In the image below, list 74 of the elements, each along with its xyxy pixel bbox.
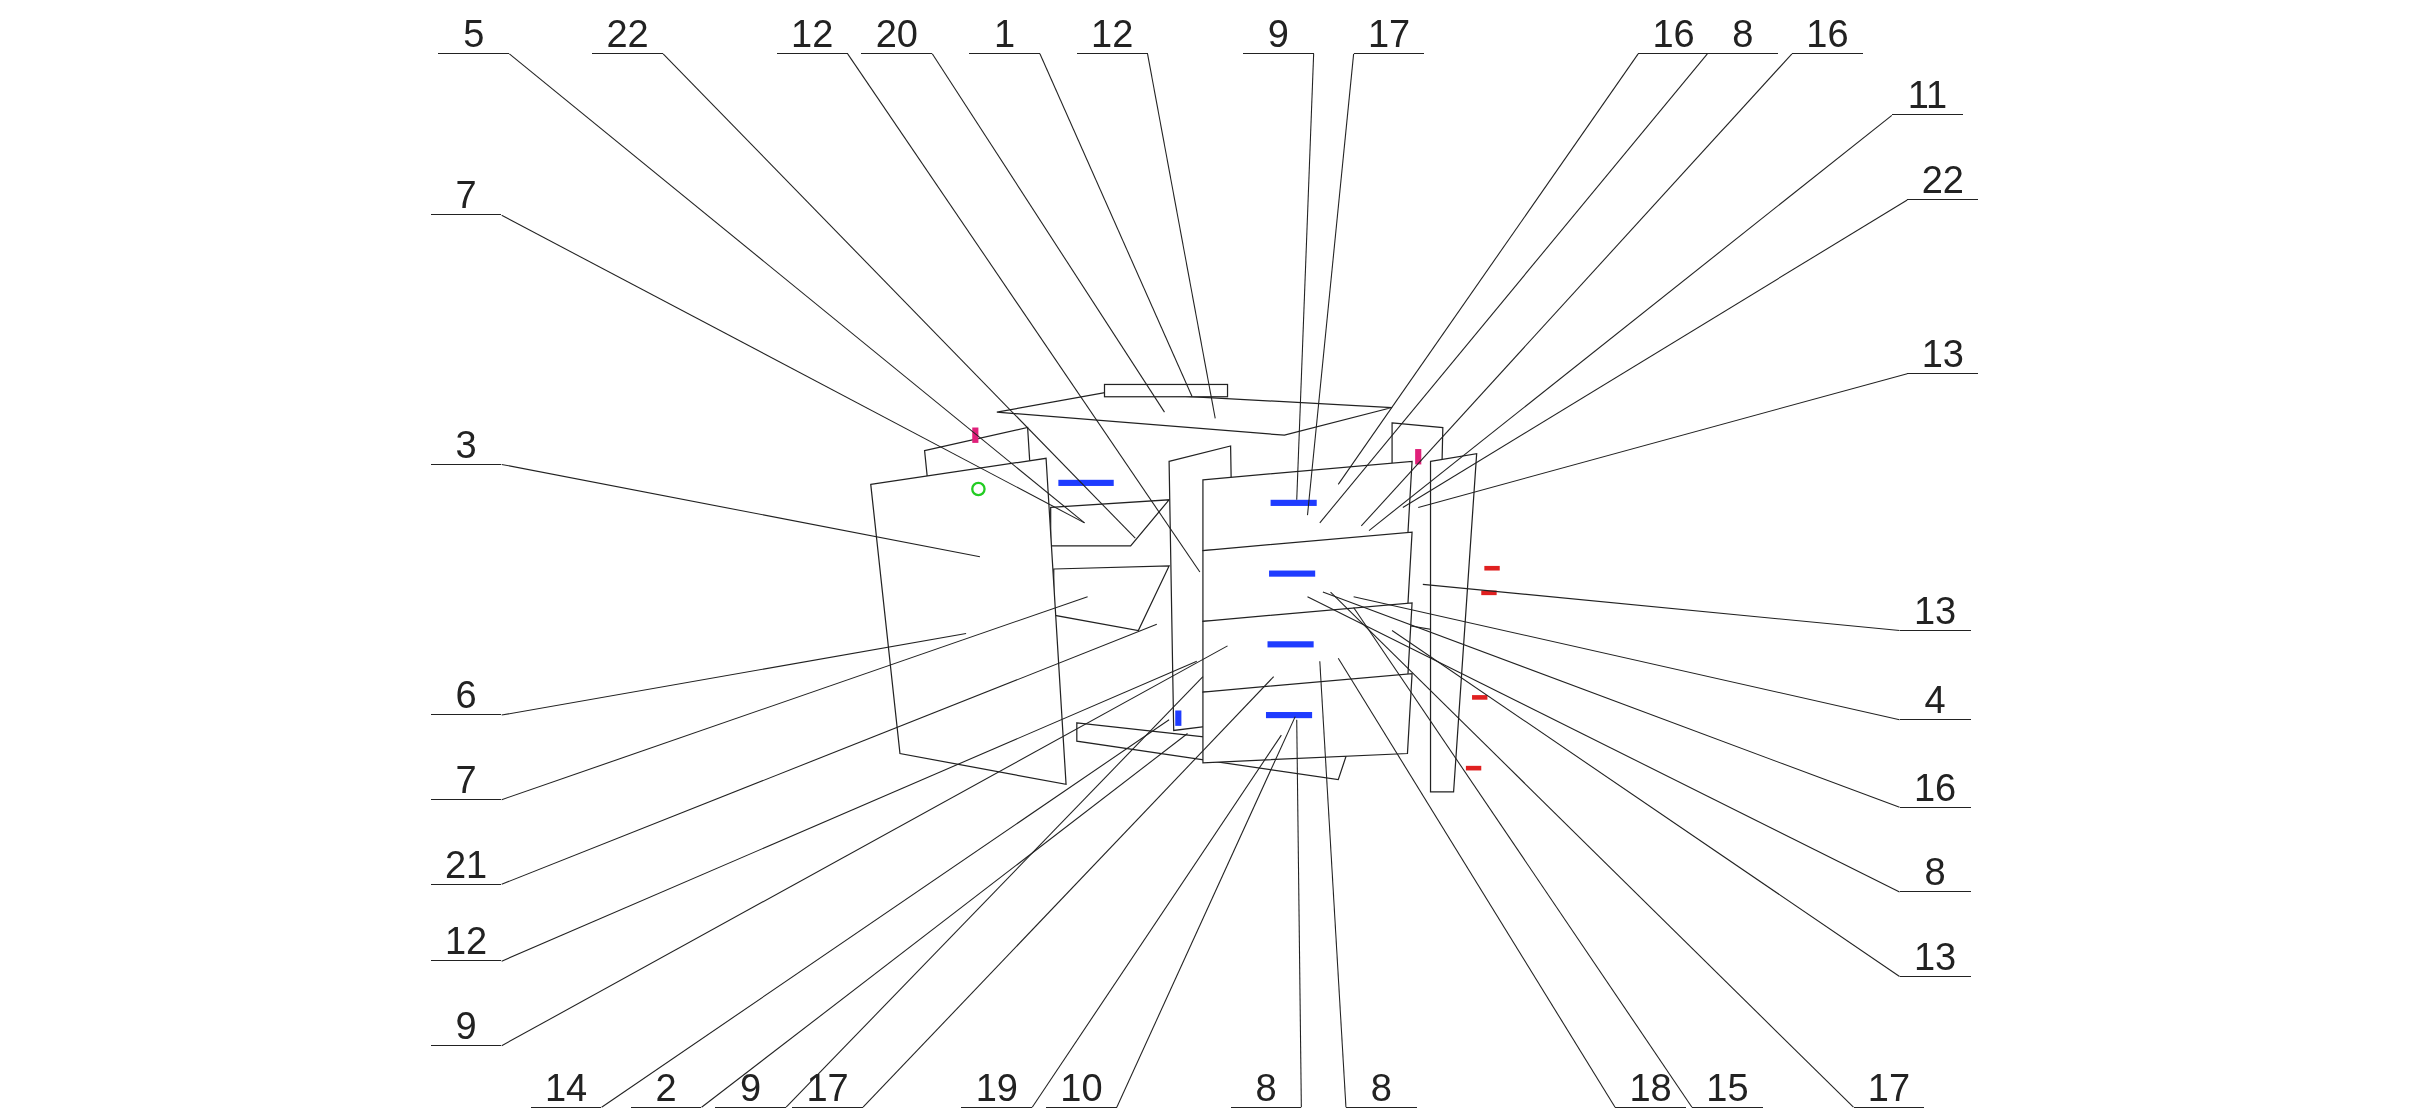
leader-line (1322, 591, 1901, 808)
callout-number: 9 (430, 1004, 502, 1046)
leader-line (1353, 596, 1901, 721)
callout-number: 22 (592, 12, 663, 54)
leader-line (1319, 660, 1347, 1108)
callout-number: 11 (1892, 73, 1963, 116)
callout-number: 8 (1707, 12, 1779, 54)
leader-line (501, 623, 1158, 885)
leader-line (501, 214, 1086, 524)
callout-number: 3 (430, 423, 502, 465)
leader-line (1402, 199, 1908, 509)
leader-line (1360, 53, 1793, 527)
leader-line (1337, 53, 1639, 485)
callout-number: 5 (438, 12, 510, 54)
callout-number: 17 (1353, 12, 1425, 54)
leader-line (1116, 716, 1296, 1108)
callout-number: 16 (1899, 766, 1971, 808)
leader-line (1368, 114, 1893, 532)
leader-line (701, 733, 1189, 1108)
callout-number: 16 (1792, 12, 1863, 54)
callout-number: 8 (1345, 1066, 1417, 1108)
callout-number: 16 (1638, 12, 1709, 54)
leader-line (1417, 373, 1908, 509)
leader-line (847, 53, 1201, 573)
leader-line (1306, 596, 1901, 893)
leader-line (1319, 53, 1708, 524)
leader-line (662, 53, 1136, 539)
callout-number: 9 (1242, 12, 1314, 54)
callout-number: 21 (430, 842, 502, 885)
leader-line (1039, 53, 1193, 398)
callout-number: 12 (776, 12, 848, 54)
leader-line (1296, 53, 1315, 501)
callout-number: 13 (1907, 332, 1979, 374)
callout-number: 13 (1899, 589, 1971, 631)
leader-line (1337, 657, 1616, 1108)
leader-line (501, 596, 1089, 801)
leader-line (1353, 606, 1693, 1108)
leader-line (931, 53, 1165, 413)
callout-number: 15 (1692, 1066, 1763, 1108)
callout-number: 18 (1615, 1066, 1686, 1108)
leader-line (501, 660, 1198, 962)
callout-number: 7 (430, 173, 502, 216)
leader-line (785, 676, 1204, 1108)
callout-number: 10 (1046, 1066, 1117, 1108)
leader-line (1422, 583, 1901, 632)
callout-number: 8 (1899, 850, 1971, 893)
leader-line (501, 633, 967, 716)
leader-line (1296, 719, 1302, 1108)
leader-line (508, 53, 1086, 524)
callout-number: 17 (792, 1066, 863, 1108)
leader-line (501, 645, 1229, 1047)
callout-number: 22 (1907, 158, 1979, 200)
leader-line (1031, 734, 1282, 1108)
callout-number: 12 (430, 919, 502, 962)
callout-number: 2 (630, 1066, 702, 1108)
callout-number: 6 (430, 673, 502, 716)
callout-number: 8 (1230, 1066, 1302, 1108)
callout-number: 14 (530, 1066, 602, 1108)
callout-number: 9 (715, 1066, 787, 1108)
leader-line (862, 676, 1275, 1108)
callout-number: 1 (969, 12, 1040, 54)
leader-line (1330, 591, 1854, 1108)
leader-line (1306, 53, 1355, 516)
callout-number: 12 (1076, 12, 1148, 54)
callout-number: 4 (1899, 678, 1971, 720)
leader-line (501, 463, 981, 558)
callout-number: 7 (430, 758, 502, 800)
callout-number: 20 (861, 12, 933, 54)
leader-line (1391, 629, 1901, 978)
leader-line (1147, 53, 1216, 419)
leader-line (601, 719, 1170, 1108)
callout-number: 17 (1853, 1066, 1925, 1108)
callout-number: 19 (961, 1066, 1033, 1108)
callout-number: 13 (1899, 935, 1971, 977)
